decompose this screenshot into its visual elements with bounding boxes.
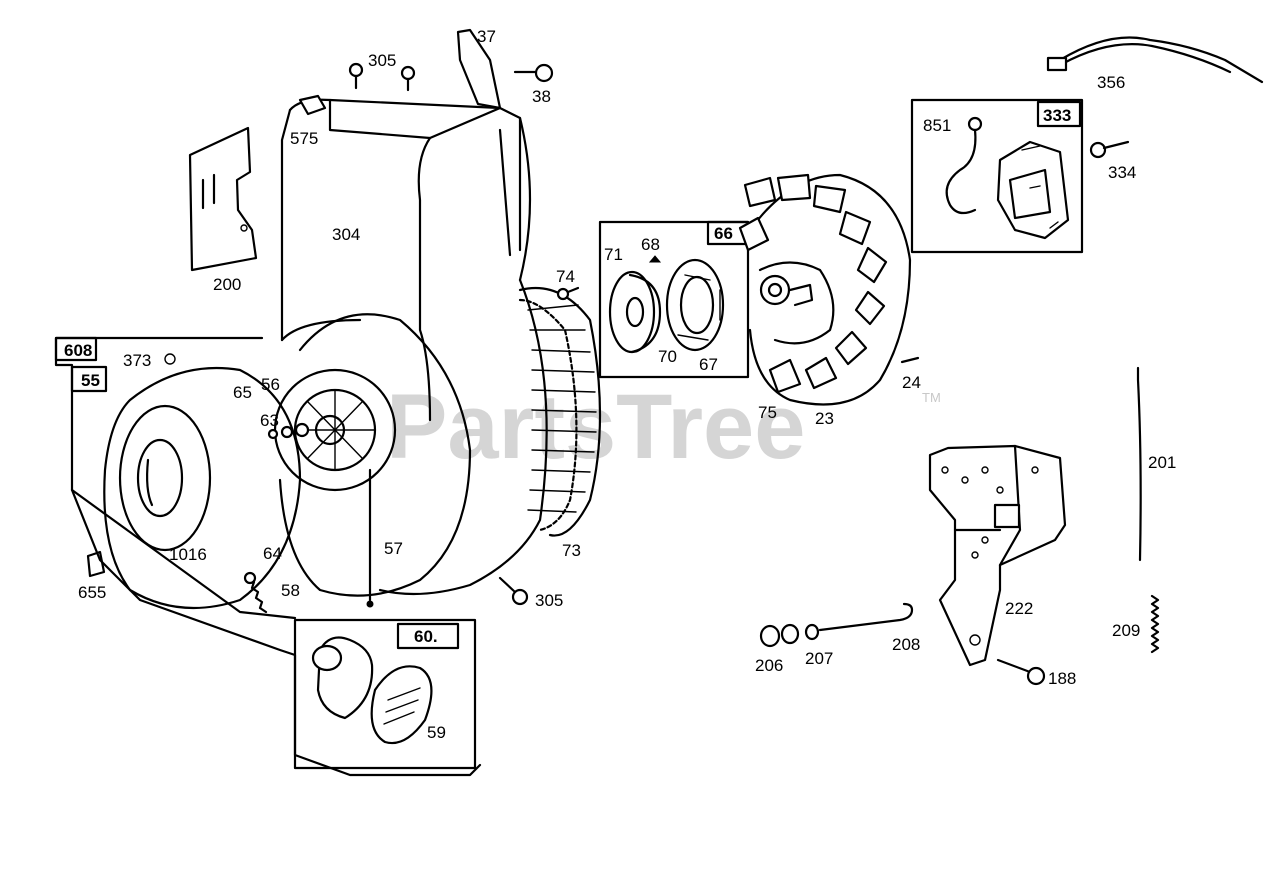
clutch-parts: [608, 255, 725, 354]
watermark-text: PartsTree: [386, 376, 805, 478]
blower-housing: [278, 98, 548, 597]
nut-206: [759, 623, 800, 648]
label-655: 655: [78, 583, 106, 602]
ratchet-parts: [311, 636, 433, 745]
armature-parts: [945, 116, 1070, 240]
label-608: 608: [64, 341, 92, 360]
screw-305-top: [348, 62, 416, 92]
spring-58: [246, 576, 268, 614]
label-71: 71: [604, 245, 623, 264]
label-200: 200: [213, 275, 241, 294]
label-64: 64: [263, 544, 282, 563]
label-188: 188: [1048, 669, 1076, 688]
label-333: 333: [1043, 106, 1071, 125]
label-75: 75: [758, 403, 777, 422]
shield-200: [188, 126, 258, 272]
label-57: 57: [384, 539, 403, 558]
spring-58-end: [243, 571, 257, 585]
screw-305-bottom: [498, 576, 529, 606]
label-201: 201: [1148, 453, 1176, 472]
box-333: [910, 98, 1084, 254]
screw-74: [556, 286, 580, 301]
label-56: 56: [261, 375, 280, 394]
watermark-trademark: TM: [922, 390, 941, 405]
label-1016: 1016: [169, 545, 207, 564]
label-55: 55: [81, 371, 100, 390]
label-373: 373: [123, 351, 151, 370]
label-209: 209: [1112, 621, 1140, 640]
label-68: 68: [641, 235, 660, 254]
label-305-bottom: 305: [535, 591, 563, 610]
label-575: 575: [290, 129, 318, 148]
label-70: 70: [658, 347, 677, 366]
pulley-assembly: [267, 368, 397, 492]
label-24: 24: [902, 373, 921, 392]
label-59: 59: [427, 723, 446, 742]
label-37: 37: [477, 27, 496, 46]
label-38: 38: [532, 87, 551, 106]
label-66: 66: [714, 224, 733, 243]
label-851: 851: [923, 116, 951, 135]
label-334: 334: [1108, 163, 1136, 182]
bracket-37: [456, 28, 502, 110]
label-67: 67: [699, 355, 718, 374]
label-23: 23: [815, 409, 834, 428]
label-356: 356: [1097, 73, 1125, 92]
label-208: 208: [892, 635, 920, 654]
label-74: 74: [556, 267, 575, 286]
washer-373: [164, 353, 176, 365]
box-55: [70, 365, 108, 393]
nut-575: [298, 94, 327, 116]
box-66: [598, 220, 750, 379]
box-608: [54, 336, 98, 362]
tag-655: [86, 550, 106, 578]
label-58: 58: [281, 581, 300, 600]
screw-188: [996, 658, 1046, 686]
label-73: 73: [562, 541, 581, 560]
flywheel-23: [738, 173, 912, 406]
label-65: 65: [233, 383, 252, 402]
label-304: 304: [332, 225, 360, 244]
starter-group-outline-2: [70, 488, 297, 620]
control-bracket-222: [928, 444, 1067, 667]
link-201: [1136, 366, 1142, 562]
rope-end: [366, 600, 374, 608]
wire-356: [1046, 36, 1264, 84]
label-222: 222: [1005, 599, 1033, 618]
screw-334: [1089, 140, 1130, 159]
label-63: 63: [260, 411, 279, 430]
box-333-tag: [1036, 100, 1082, 128]
screw-38: [513, 63, 554, 83]
label-305-top: 305: [368, 51, 396, 70]
washer-207: [804, 623, 820, 641]
key-24: [900, 356, 920, 364]
label-60: 60.: [414, 627, 438, 646]
box-60-tag: [396, 622, 460, 650]
box-60: [293, 618, 477, 770]
rod-208: [818, 602, 914, 632]
label-207: 207: [805, 649, 833, 668]
label-206: 206: [755, 656, 783, 675]
starter-cup: [103, 366, 302, 610]
spring-209: [1150, 594, 1160, 654]
